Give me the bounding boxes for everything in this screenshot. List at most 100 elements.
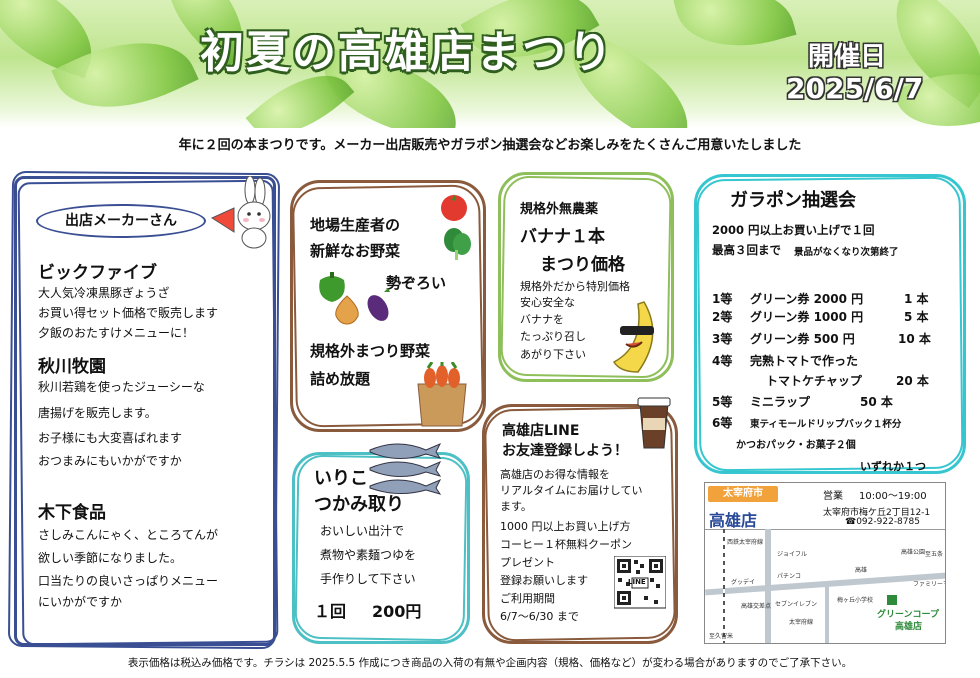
line-body-line: 登録お願いします <box>500 574 588 587</box>
coop-store: 高雄店 <box>895 622 923 632</box>
map-road <box>825 583 829 643</box>
veg-line: 詰め放題 <box>310 370 371 388</box>
line-body-line: プレゼント <box>500 556 555 569</box>
line-body-line: コーヒー１杯無料クーポン <box>500 538 632 551</box>
map-divider <box>705 529 945 530</box>
iriko-line: いりこ <box>314 468 368 489</box>
map-road <box>765 529 771 643</box>
prize-item: 完熟トマトで作った <box>750 354 859 368</box>
iriko-price: 200円 <box>372 602 422 621</box>
city-tag: 太宰府市 <box>708 486 778 502</box>
banana-body-line: バナナを <box>520 313 564 326</box>
line-body-line: ご利用期間 <box>500 592 555 605</box>
iriko-body-line: 手作りして下さい <box>320 572 416 586</box>
line-qr-code[interactable] <box>614 556 666 618</box>
maker-desc-line: さしみこんにゃく、ところてんが <box>38 528 219 542</box>
maker-desc-line: にいかがですか <box>38 595 123 609</box>
fish-icon <box>369 443 442 495</box>
maker-desc-line: 秋川若鶏を使ったジューシーな <box>38 380 205 394</box>
railway-line <box>723 529 725 643</box>
hours-value: 10:00～19:00 <box>859 491 927 502</box>
iriko-line: つかみ取り <box>314 494 404 515</box>
map-label: セブンイレブン <box>775 601 818 608</box>
maker-desc-line: 大人気冷凍黒豚ぎょうざ <box>38 286 170 300</box>
eggplant-icon <box>367 288 390 321</box>
banana-body-line: たっぷり召し <box>520 330 586 343</box>
maker-desc-line: 口当たりの良いさっぱりメニュー <box>38 574 219 588</box>
prize-item: ミニラップ <box>750 395 811 409</box>
lottery-title: ガラポン抽選会 <box>730 190 856 211</box>
maker-desc-line: 唐揚げを販売します。 <box>38 406 157 420</box>
prize-rank: 2等 <box>712 310 733 324</box>
prize-item: トマトケチャップ <box>766 374 862 388</box>
line-body-line: 高雄店のお得な情報を <box>500 468 610 481</box>
tomato-icon <box>441 194 467 221</box>
prize-rank: 3等 <box>712 332 733 346</box>
banana-body-line: あがり下さい <box>520 348 586 361</box>
prize-note: いずれか１つ <box>860 460 926 473</box>
store-phone: ☎092-922-8785 <box>845 517 920 527</box>
map-label: 高雄 <box>855 567 868 574</box>
store-address: 太宰府市梅ケ丘2丁目12-1 <box>823 508 931 518</box>
line-body-line: 6/7～6/30 まで <box>500 610 579 623</box>
qr-label: LINE <box>628 578 646 586</box>
banana-frame <box>498 172 674 382</box>
intro-text: 年に２回の本まつりです。メーカー出店販売やガラポン抽選会などお楽しみをたくさんご… <box>178 138 802 153</box>
page-title: 初夏の高雄店まつり <box>200 27 614 78</box>
prize-item: グリーン券 500 円 <box>750 332 855 346</box>
line-body-line: 1000 円以上お買い上げ方 <box>500 520 631 533</box>
banana-body-line: 安心安全な <box>520 296 575 309</box>
map-label: 高雄交差点 <box>741 603 772 610</box>
prize-rank: 5等 <box>712 395 733 409</box>
maker-desc-line: 欲しい季節になりました。 <box>38 551 183 565</box>
maker-desc-line: おつまみにもいかがですか <box>38 454 182 468</box>
map-label: 太宰府線 <box>789 619 814 626</box>
prize-count: 20 本 <box>896 374 929 388</box>
lottery-frame <box>694 174 966 474</box>
footer-note: 表示価格は税込み価格です。チラシは 2025.5.5 作成につき商品の入荷の有無… <box>127 657 853 669</box>
maker-name: 木下食品 <box>38 503 106 523</box>
map-label: 至久留米 <box>709 633 734 640</box>
map-label: ジョイフル <box>777 551 808 558</box>
maker-name: ビックファイブ <box>38 263 157 283</box>
line-frame <box>482 404 678 644</box>
makers-badge: 出店メーカーさん <box>36 204 206 238</box>
iriko-body-line: 煮物や素麺つゆを <box>320 548 417 562</box>
prize-count: 10 本 <box>898 332 931 346</box>
prize-count: 5 本 <box>904 310 929 324</box>
lottery-condition: 景品がなくなり次第終了 <box>794 247 899 258</box>
map-label: 西鉄太宰府線 <box>727 539 764 546</box>
coop-name: グリーンコープ <box>877 610 940 620</box>
map-label: 高雄公園 <box>901 549 926 556</box>
veg-line: 規格外まつり野菜 <box>310 342 431 360</box>
maker-desc-line: お買い得セット価格で販売します <box>38 306 219 320</box>
coffee-cup-icon <box>637 397 671 449</box>
pepper-icon <box>319 272 345 302</box>
iriko-price-label: １回 <box>314 602 347 621</box>
lottery-condition: 2000 円以上お買い上げで１回 <box>712 223 875 237</box>
store-name: 高雄店 <box>709 511 758 530</box>
map-label: パチンコ <box>777 573 802 580</box>
maker-name: 秋川牧園 <box>38 357 106 377</box>
banana-line: まつり価格 <box>540 255 625 275</box>
iriko-body-line: おいしい出汁で <box>320 524 405 538</box>
maker-desc-line: お子様にも大変喜ばれます <box>38 431 183 445</box>
banana-line: バナナ１本 <box>520 227 605 247</box>
makers-frame <box>14 176 276 646</box>
onion-icon <box>335 295 359 325</box>
prize-count: 50 本 <box>860 395 893 409</box>
map-label: ファミリーマート <box>913 581 945 588</box>
store-map: 太宰府市 営業 10:00～19:00 高雄店 太宰府市梅ケ丘2丁目12-1 ☎… <box>704 482 946 644</box>
line-title: お友達登録しよう！ <box>502 443 628 459</box>
veg-line: 新鮮なお野菜 <box>310 242 401 260</box>
map-label: 至五条 <box>925 551 944 558</box>
prize-item: かつおパック・お菓子２個 <box>736 440 856 451</box>
banana-line: 規格外無農薬 <box>520 202 599 217</box>
veg-line: 勢ぞろい <box>386 274 447 292</box>
prize-item: グリーン券 1000 円 <box>750 310 864 324</box>
banana-mascot-icon <box>612 301 654 373</box>
store-marker-icon <box>887 595 897 605</box>
lottery-condition: 最高３回まで <box>712 243 781 257</box>
vegetable-bag-icon <box>417 362 467 427</box>
veg-line: 地場生産者の <box>310 216 401 234</box>
